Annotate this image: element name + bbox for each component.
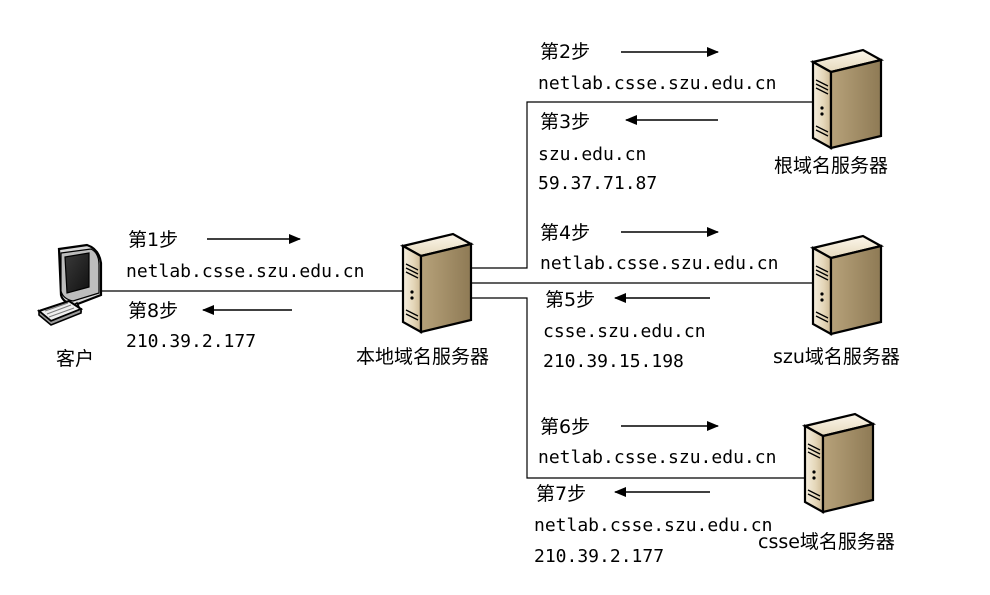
step4-label: 第4步	[540, 222, 590, 244]
step8-label: 第8步	[128, 300, 178, 322]
step8-text: 210.39.2.177	[126, 331, 256, 352]
local-server-label: 本地域名服务器	[356, 346, 489, 368]
step6-text: netlab.csse.szu.edu.cn	[538, 447, 776, 468]
step7-text2: 210.39.2.177	[534, 546, 664, 567]
step1-label: 第1步	[128, 229, 178, 251]
step7-text1: netlab.csse.szu.edu.cn	[534, 515, 772, 536]
step4-text: netlab.csse.szu.edu.cn	[540, 253, 778, 274]
csse-server-label: csse域名服务器	[758, 531, 895, 553]
step1-text: netlab.csse.szu.edu.cn	[126, 261, 364, 282]
step5-text1: csse.szu.edu.cn	[543, 321, 706, 342]
step3-text2: 59.37.71.87	[538, 173, 657, 194]
szu-server-label: szu域名服务器	[773, 346, 900, 368]
client-computer-icon	[36, 243, 103, 326]
step5-text2: 210.39.15.198	[543, 351, 684, 372]
link-local-csse	[472, 297, 812, 479]
step6-label: 第6步	[540, 416, 590, 438]
csse-server-icon	[803, 412, 875, 514]
root-server-icon	[811, 48, 883, 150]
link-local-root	[472, 101, 812, 269]
step7-label: 第7步	[536, 483, 586, 505]
step5-label: 第5步	[545, 289, 595, 311]
client-label: 客户	[56, 348, 94, 370]
step2-text: netlab.csse.szu.edu.cn	[538, 73, 776, 94]
local-server-icon	[401, 232, 473, 334]
step3-text1: szu.edu.cn	[538, 144, 646, 165]
root-server-label: 根域名服务器	[774, 155, 888, 177]
step2-label: 第2步	[540, 41, 590, 63]
step3-label: 第3步	[540, 111, 590, 133]
szu-server-icon	[811, 234, 883, 336]
